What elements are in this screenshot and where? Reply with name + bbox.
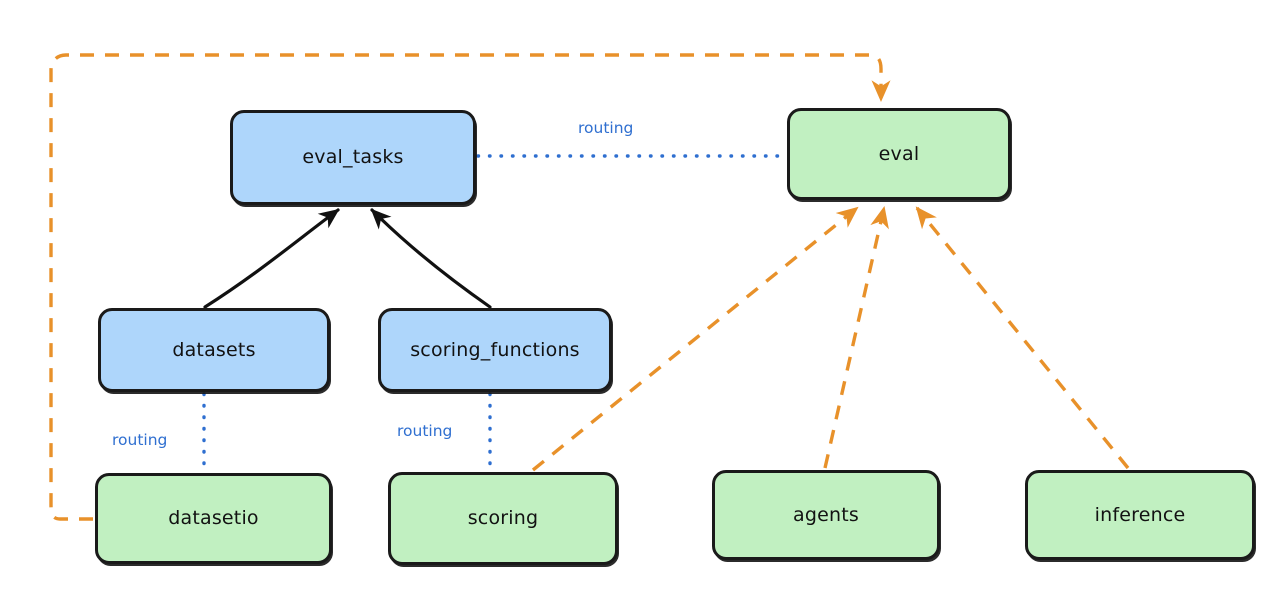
edge-datasets-to-eval-tasks xyxy=(203,208,340,309)
node-eval-tasks[interactable]: eval_tasks xyxy=(230,110,476,205)
node-datasets[interactable]: datasets xyxy=(98,308,330,392)
node-datasetio-label: datasetio xyxy=(168,507,259,530)
node-eval-label: eval xyxy=(878,142,920,165)
node-inference[interactable]: inference xyxy=(1025,470,1255,560)
node-scoring[interactable]: scoring xyxy=(388,472,618,565)
node-scoring-label: scoring xyxy=(467,507,539,530)
node-scoring-functions-label: scoring_functions xyxy=(410,338,580,361)
node-agents-label: agents xyxy=(793,503,859,526)
node-scoring-functions[interactable]: scoring_functions xyxy=(378,308,612,392)
edge-inference-to-eval-dependency xyxy=(915,206,1130,470)
node-agents[interactable]: agents xyxy=(712,470,940,560)
edge-agents-to-eval-dependency xyxy=(823,206,889,469)
edge-label-routing-scoring: routing xyxy=(397,422,453,440)
edge-label-routing-eval: routing xyxy=(578,119,634,137)
node-inference-label: inference xyxy=(1094,503,1186,526)
node-eval-tasks-label: eval_tasks xyxy=(302,146,404,169)
edge-label-routing-datasets: routing xyxy=(112,431,168,449)
edge-scoring-functions-to-eval-tasks xyxy=(370,208,492,309)
edge-scoring-to-eval-dependency xyxy=(531,206,859,472)
node-datasets-label: datasets xyxy=(172,338,256,361)
node-eval[interactable]: eval xyxy=(787,108,1011,200)
node-datasetio[interactable]: datasetio xyxy=(95,473,332,564)
